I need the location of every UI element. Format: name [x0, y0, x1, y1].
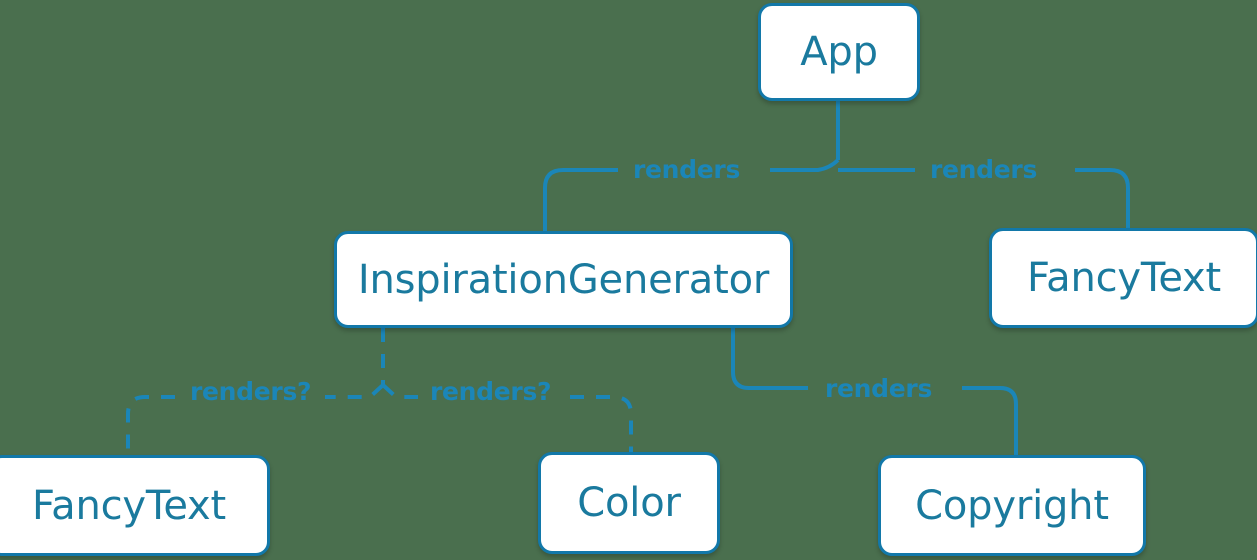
node-fancytext-bottom[interactable]: FancyText — [0, 455, 270, 556]
node-copyright-label: Copyright — [915, 482, 1109, 529]
node-fancytext-right-label: FancyText — [1027, 255, 1221, 301]
node-fancytext-bottom-label: FancyText — [32, 482, 226, 529]
node-app[interactable]: App — [758, 3, 920, 101]
node-color-label: Color — [577, 480, 681, 526]
node-inspiration-generator[interactable]: InspirationGenerator — [334, 231, 793, 328]
edge-label-inspiration-generator-to-fancytext: renders? — [190, 377, 312, 406]
node-color[interactable]: Color — [538, 452, 720, 554]
edge-label-inspiration-generator-to-copyright: renders — [825, 374, 933, 403]
edge-label-app-to-inspiration-generator: renders — [633, 155, 741, 184]
node-inspiration-generator-label: InspirationGenerator — [357, 256, 770, 303]
edge-label-inspiration-generator-to-color: renders? — [430, 377, 552, 406]
node-copyright[interactable]: Copyright — [878, 455, 1146, 556]
edge-label-app-to-fancytext: renders — [930, 155, 1038, 184]
node-fancytext-right[interactable]: FancyText — [989, 228, 1257, 328]
node-app-label: App — [800, 29, 878, 75]
